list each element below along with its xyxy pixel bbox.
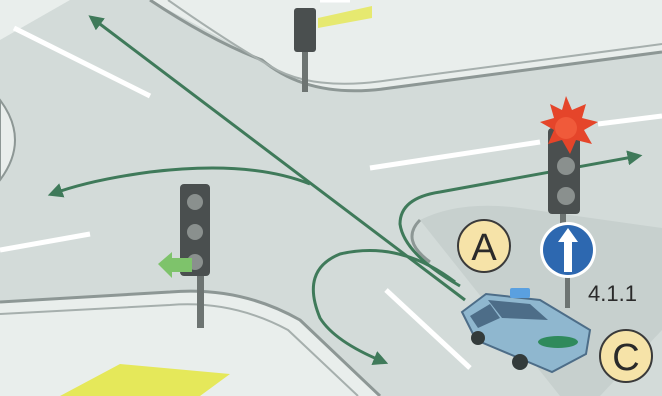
marker-c-label: C [612, 337, 639, 379]
traffic-light-far [294, 8, 316, 52]
marker-a: A [458, 220, 510, 272]
marker-c: C [600, 330, 652, 382]
marker-a-label: A [471, 227, 497, 269]
sign-code-label: 4.1.1 [588, 281, 637, 306]
